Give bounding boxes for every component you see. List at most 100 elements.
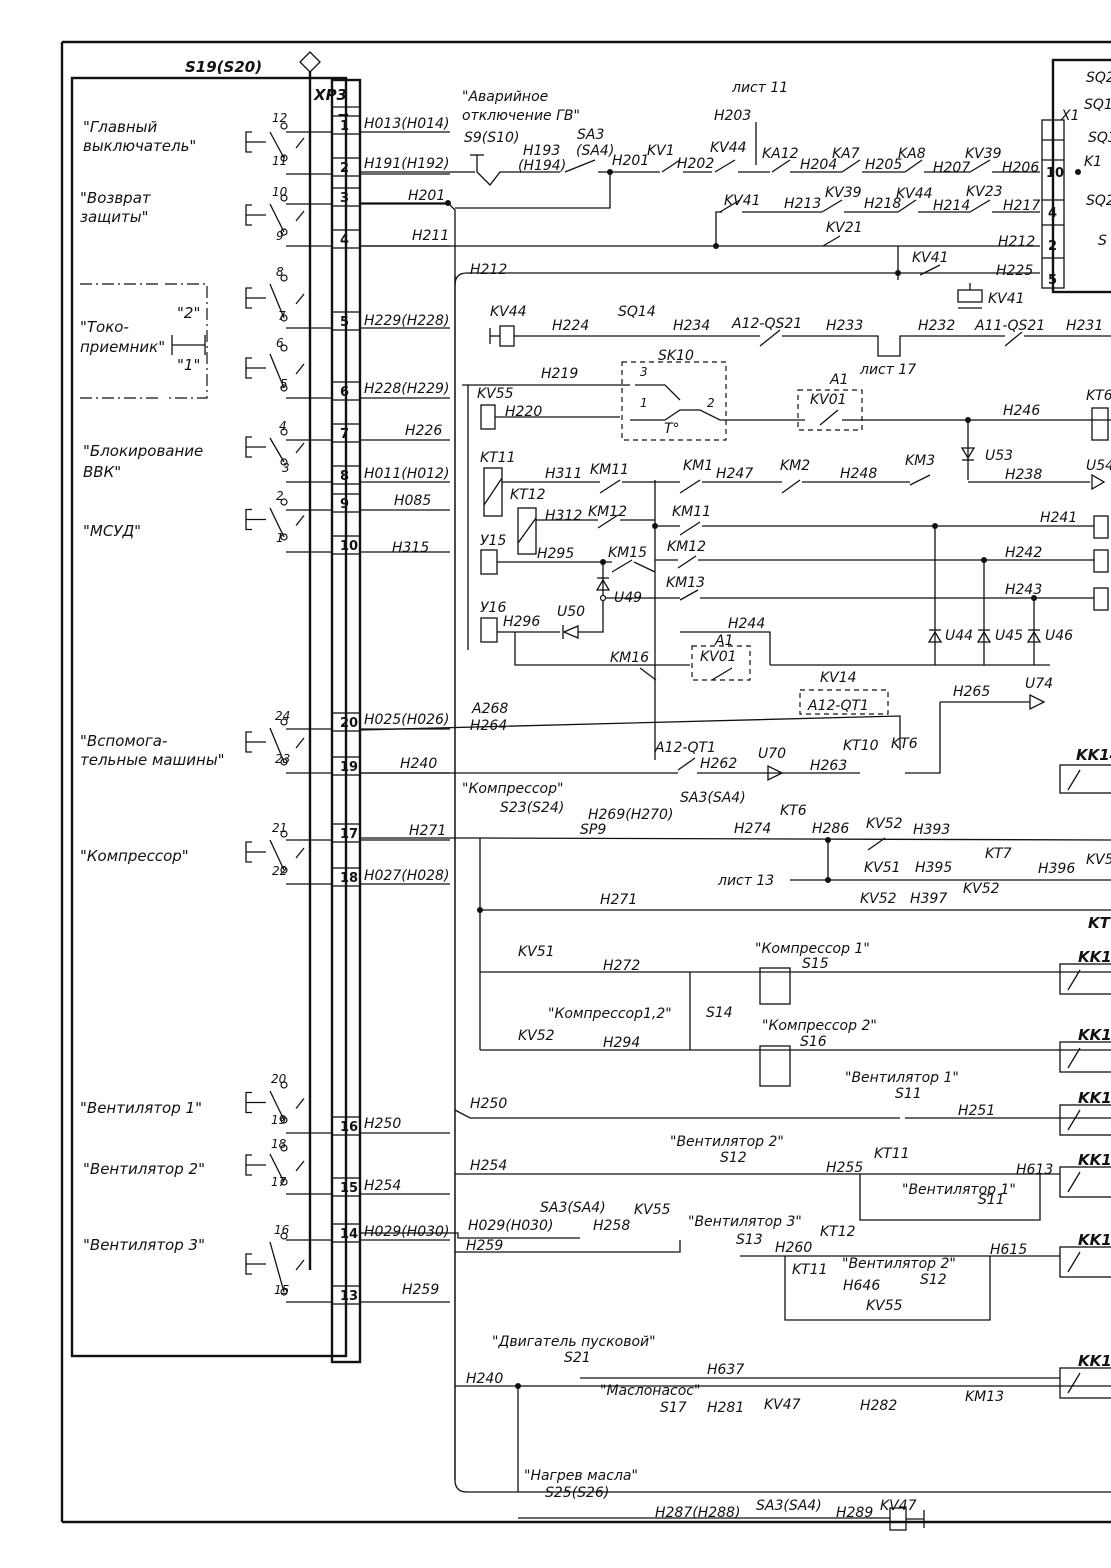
svg-text:KT7: KT7 <box>985 846 1012 862</box>
svg-text:"Компрессор 1": "Компрессор 1" <box>755 941 870 957</box>
switch-actuator <box>245 131 266 153</box>
svg-text:"Двигатель пусковой": "Двигатель пусковой" <box>492 1334 656 1350</box>
svg-text:X1: X1 <box>1060 108 1080 124</box>
switch-blade <box>269 1090 285 1121</box>
terminal-box <box>331 493 361 513</box>
svg-text:Н613: Н613 <box>1016 1162 1053 1178</box>
sheet-frame <box>60 40 1111 1524</box>
switch-contact <box>280 1144 288 1152</box>
svg-text:A12-QT1: A12-QT1 <box>807 698 869 714</box>
switch-blade <box>269 1241 285 1293</box>
sheet-11-ref: лист 11 <box>731 80 788 96</box>
svg-text:KT11: KT11 <box>874 1146 910 1162</box>
svg-text:Н201: Н201 <box>612 153 649 169</box>
svg-text:SA3: SA3 <box>577 127 604 143</box>
terminal-box <box>331 465 361 485</box>
svg-text:Н294: Н294 <box>603 1035 640 1051</box>
svg-text:Н029(Н030): Н029(Н030) <box>364 1224 449 1240</box>
svg-text:A1: A1 <box>829 372 848 388</box>
svg-text:KM2: KM2 <box>780 458 810 474</box>
switch-tick <box>295 137 305 149</box>
svg-text:Н248: Н248 <box>840 466 877 482</box>
sheet-17-ref: лист 17 <box>859 362 916 378</box>
compressor-heading: "Компрессор" <box>462 781 563 797</box>
terminal-number: 18 <box>340 871 358 886</box>
svg-text:KV41: KV41 <box>912 250 949 266</box>
svg-text:S9(S10): S9(S10) <box>464 130 519 146</box>
svg-text:KV5: KV5 <box>1086 852 1111 868</box>
terminal-number: 3 <box>340 191 349 206</box>
svg-text:KK14: KK14 <box>1076 746 1111 764</box>
switch-actuator <box>245 841 266 863</box>
svg-text:SQ2: SQ2 <box>1086 70 1111 86</box>
svg-text:(SA4): (SA4) <box>576 143 614 159</box>
svg-text:11: 11 <box>272 154 287 168</box>
svg-text:3: 3 <box>282 461 290 475</box>
svg-text:Н225: Н225 <box>996 263 1033 279</box>
svg-text:U50: U50 <box>557 604 585 620</box>
svg-text:Н250: Н250 <box>364 1116 401 1132</box>
terminal-box <box>331 115 361 135</box>
svg-text:Н282: Н282 <box>860 1398 897 1414</box>
svg-text:Н206: Н206 <box>1002 160 1039 176</box>
sheet-13-ref: лист 13 <box>717 873 774 889</box>
svg-text:KV51: KV51 <box>518 944 555 960</box>
svg-text:"Вентилятор 2": "Вентилятор 2" <box>842 1256 956 1272</box>
svg-text:KV01: KV01 <box>810 392 847 408</box>
bottom-section: "Двигатель пусковой" S21 Н637 KK10 "Масл… <box>455 1334 1111 1531</box>
switch-tick <box>295 442 305 454</box>
switch-contact <box>280 718 288 726</box>
rows-kt-km: KT11 Н311 KM11 KT12 Н312 KM12 KM1 Н247 K… <box>480 450 1109 760</box>
switch-actuator <box>245 204 266 226</box>
svg-text:У16: У16 <box>480 600 506 616</box>
svg-text:A1: A1 <box>714 633 733 649</box>
svg-text:Н271: Н271 <box>409 823 446 839</box>
svg-text:KM11: KM11 <box>590 462 629 478</box>
svg-text:Н260: Н260 <box>775 1240 812 1256</box>
svg-text:Н393: Н393 <box>913 822 950 838</box>
svg-text:8: 8 <box>276 265 284 279</box>
svg-text:Н238: Н238 <box>1005 467 1042 483</box>
switch-pantograph-label-2: приемник" <box>80 338 165 356</box>
svg-text:Н207: Н207 <box>933 160 970 176</box>
row-kv14: KV14 A12-QT1 А268 Н264 Н265 U74 A12-QT1 … <box>359 670 1111 794</box>
svg-text:KV14: KV14 <box>820 670 857 686</box>
terminal-number: 8 <box>340 469 349 484</box>
svg-text:KA8: KA8 <box>898 146 926 162</box>
svg-text:10: 10 <box>1046 166 1064 181</box>
terminal-number: 6 <box>340 385 349 400</box>
svg-text:KM13: KM13 <box>666 575 705 591</box>
svg-text:KT7: KT7 <box>1088 914 1111 932</box>
svg-text:15: 15 <box>274 1283 289 1297</box>
svg-text:U46: U46 <box>1045 628 1073 644</box>
svg-text:Н211: Н211 <box>412 228 449 244</box>
switch-contact <box>280 1232 288 1240</box>
svg-text:Н255: Н255 <box>826 1160 863 1176</box>
terminal-number: 14 <box>340 1227 358 1242</box>
switch-tick <box>295 1098 305 1109</box>
switch-aux-label-2: тельные машины" <box>80 751 225 769</box>
switch-blade <box>269 839 285 871</box>
svg-text:SA3(SA4): SA3(SA4) <box>540 1200 606 1216</box>
svg-text:KK12: KK12 <box>1078 1151 1111 1169</box>
terminal-box <box>331 381 361 401</box>
terminal-box <box>331 756 361 776</box>
svg-text:Н395: Н395 <box>915 860 952 876</box>
switch-contact <box>280 344 288 352</box>
svg-text:Н263: Н263 <box>810 758 847 774</box>
svg-text:KV52: KV52 <box>963 881 1000 897</box>
svg-text:S12: S12 <box>920 1272 947 1288</box>
svg-text:7: 7 <box>278 309 286 323</box>
svg-text:16: 16 <box>274 1223 290 1237</box>
h212-label: Н212 <box>470 262 507 278</box>
svg-text:KV41: KV41 <box>988 291 1025 307</box>
svg-text:12: 12 <box>272 111 287 125</box>
svg-text:Н272: Н272 <box>603 958 640 974</box>
switch-actuator <box>245 731 266 753</box>
svg-text:S11: S11 <box>978 1192 1005 1208</box>
terminal-number: 2 <box>340 161 349 176</box>
svg-text:Н027(Н028): Н027(Н028) <box>364 868 449 884</box>
row-kv44: KV44 Н224 SQ14 Н234 A12-QS21 Н233 лист 1… <box>489 304 1111 378</box>
